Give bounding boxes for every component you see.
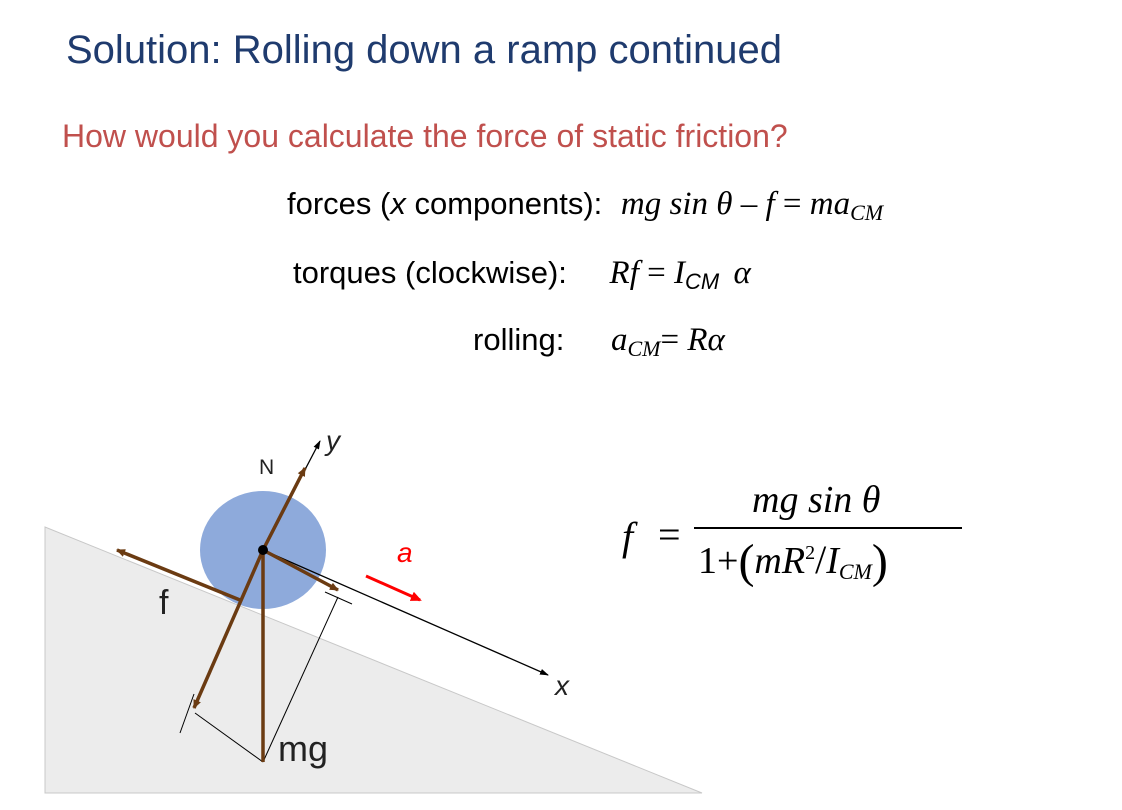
rolling-rhs: Rα xyxy=(687,322,725,358)
normal-force-arrow xyxy=(261,467,307,551)
torques-label: torques (clockwise): xyxy=(293,255,567,290)
torques-rhs: I xyxy=(674,255,685,291)
den-open-paren: ( xyxy=(738,535,755,588)
normal-force-label: N xyxy=(259,456,275,479)
formula-numerator: mg sin θ xyxy=(752,479,881,521)
x-projection-tick xyxy=(324,591,353,605)
acceleration-arrow xyxy=(365,574,422,602)
rolling-equals: = xyxy=(660,322,688,358)
den-one-plus: 1+ xyxy=(698,540,739,582)
forces-lhs: mg sin θ – f xyxy=(620,186,775,222)
torques-rhs-sub: CM xyxy=(685,269,720,294)
den-close-paren: ) xyxy=(871,535,888,588)
forces-rhs: ma xyxy=(809,186,851,222)
den-sub: CM xyxy=(838,559,872,584)
rolling-lhs-sub: CM xyxy=(627,336,661,361)
forces-rhs-sub: CM xyxy=(850,200,884,225)
forces-x-variable: x xyxy=(390,186,406,221)
slide-title: Solution: Rolling down a ramp continued xyxy=(66,28,782,72)
acceleration-label: a xyxy=(397,537,413,568)
friction-label: f xyxy=(159,584,169,622)
x-projection-line xyxy=(262,596,339,763)
rolling-lhs: a xyxy=(610,322,628,358)
y-axis-label: y xyxy=(326,425,340,456)
formula-f: f xyxy=(622,514,634,559)
forces-label-end: components): xyxy=(405,186,603,221)
mg-projection-line xyxy=(194,712,264,763)
ramp-incline xyxy=(44,526,703,794)
question-text: How would you calculate the force of sta… xyxy=(62,118,788,154)
friction-force-arrow xyxy=(116,548,241,602)
x-axis-line xyxy=(262,549,549,676)
mg-perp-component-arrow xyxy=(192,549,265,709)
forces-label: forces ( xyxy=(287,186,391,221)
mg-parallel-component-arrow xyxy=(262,548,339,592)
forces-equals: = xyxy=(774,186,810,222)
den-exponent: 2 xyxy=(805,542,816,564)
torques-alpha: α xyxy=(733,255,751,291)
fraction-bar xyxy=(694,527,962,529)
forces-equation: forces (x components): mg sin θ – f = ma… xyxy=(287,186,883,226)
den-slash: / xyxy=(815,537,827,582)
mg-projection-tick xyxy=(179,693,195,734)
center-of-mass-dot xyxy=(258,545,268,555)
den-mR: mR xyxy=(754,540,806,582)
formula-equals: = xyxy=(658,512,681,557)
rolling-label: rolling: xyxy=(473,322,565,357)
torques-equation: torques (clockwise): Rf = ICM α xyxy=(293,255,751,295)
den-I: I xyxy=(826,540,839,582)
torques-lhs: Rf xyxy=(609,255,639,291)
formula-denominator: 1+(mR2/ICM) xyxy=(698,534,888,589)
gravity-label: mg xyxy=(278,728,329,769)
x-axis-label: x xyxy=(555,670,569,701)
rolling-equation: rolling: aCM= Rα xyxy=(473,322,725,362)
torques-equals: = xyxy=(638,255,674,291)
friction-formula: f = mg sin θ 1+(mR2/ICM) xyxy=(622,478,972,608)
